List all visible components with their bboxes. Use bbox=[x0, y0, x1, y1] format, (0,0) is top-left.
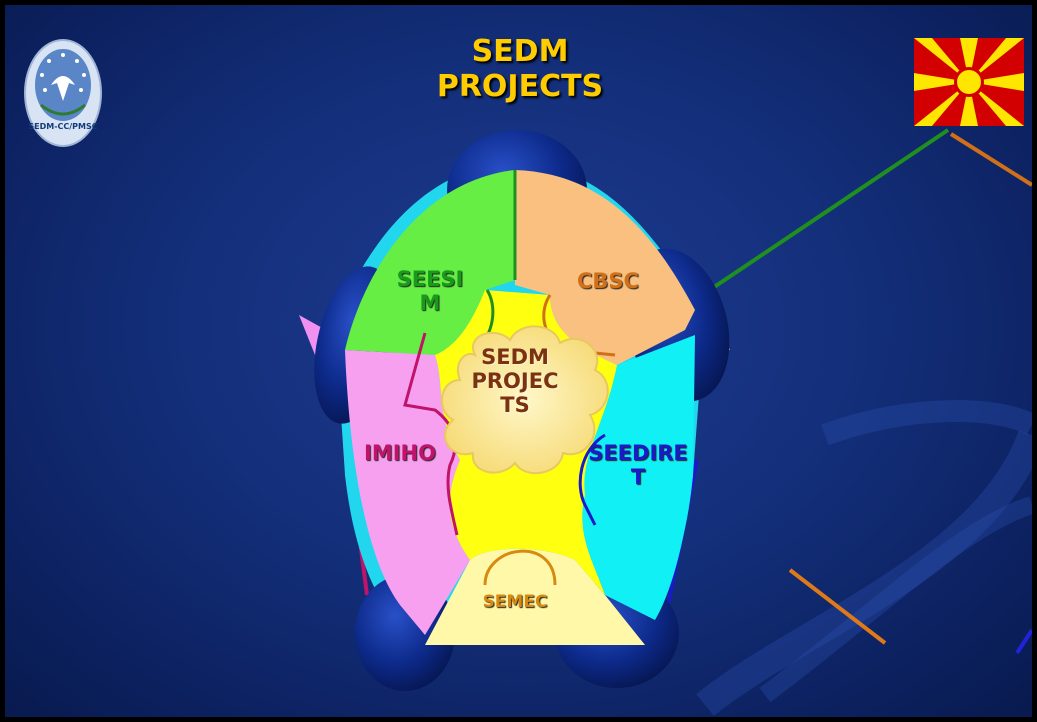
segment-seedire bbox=[582, 335, 695, 620]
emblem-text: SEDM-CC/PMSC bbox=[28, 122, 97, 131]
segment-semec bbox=[425, 548, 645, 645]
segment-seesim bbox=[345, 170, 515, 355]
title-text: SEDM PROJECTS bbox=[436, 34, 604, 104]
slide: SEDM-CC/PMSC bbox=[5, 5, 1032, 717]
macedonia-flag bbox=[914, 38, 1024, 126]
center-cloud bbox=[440, 325, 609, 475]
label-semec: SEMEC bbox=[460, 592, 570, 613]
segment-cbsc bbox=[515, 170, 695, 365]
label-seesim: SEESI M bbox=[375, 267, 485, 315]
background-swoosh bbox=[696, 400, 1032, 716]
label-semec-text: SEMEC bbox=[482, 592, 548, 612]
segment-imiho bbox=[345, 350, 470, 635]
left-arrow-tip bbox=[299, 315, 335, 360]
label-cbsc: CBSC bbox=[558, 269, 658, 293]
center-label-text: SEDM PROJEC TS bbox=[471, 345, 559, 418]
label-seedire-text: SEEDIRE T bbox=[588, 441, 688, 490]
diagram-canvas: SEDM-CC/PMSC bbox=[24, 38, 1032, 716]
center-label: SEDM PROJEC TS bbox=[445, 345, 585, 417]
slide-title: SEDM PROJECTS bbox=[385, 34, 655, 104]
label-imiho: IMIHO bbox=[355, 441, 445, 465]
sedm-emblem-logo: SEDM-CC/PMSC bbox=[24, 39, 102, 147]
label-cbsc-text: CBSC bbox=[577, 269, 639, 293]
label-imiho-text: IMIHO bbox=[364, 441, 436, 465]
label-seedire: SEEDIRE T bbox=[578, 441, 698, 489]
label-seesim-text: SEESI M bbox=[396, 267, 464, 316]
